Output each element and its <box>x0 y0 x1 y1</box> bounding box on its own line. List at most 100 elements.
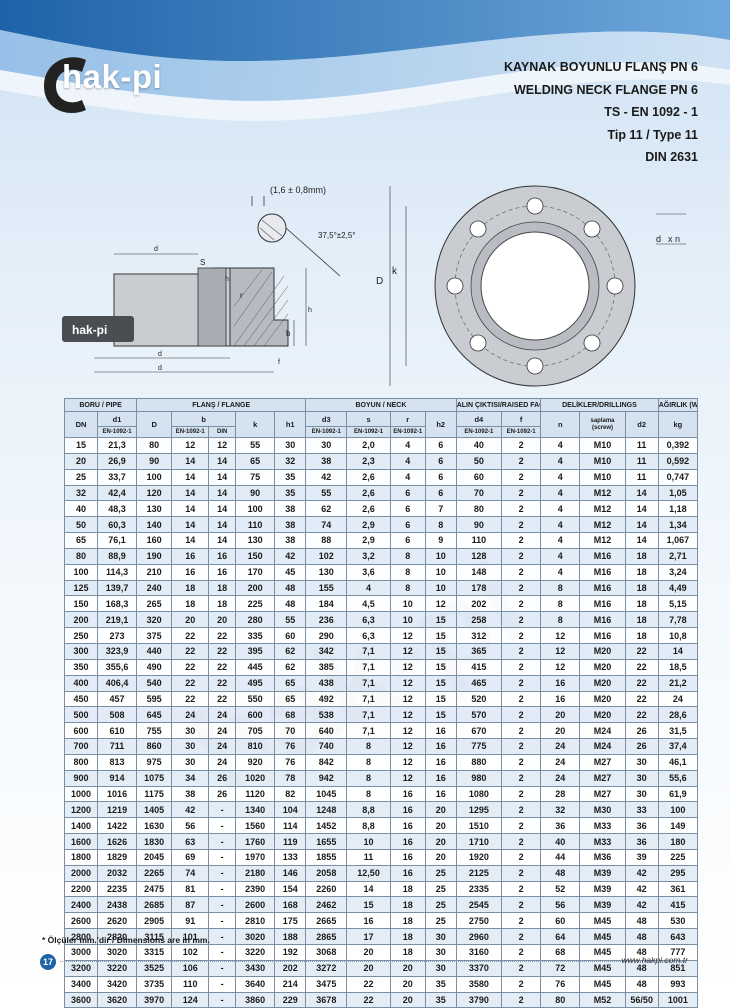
table-cell: 3400 <box>64 975 98 993</box>
table-cell: 25 <box>424 912 457 930</box>
col-bolt: saplama (screw) <box>579 411 626 438</box>
table-cell: 14 <box>171 532 210 549</box>
table-cell: 70 <box>274 722 307 740</box>
table-group-header: BORU / PIPE FLANŞ / FLANGE BOYUN / NECK … <box>63 398 699 412</box>
table-cell: 7,1 <box>346 658 391 676</box>
table-cell: 22 <box>208 627 237 644</box>
table-cell: 842 <box>305 753 348 771</box>
table-cell: 7,1 <box>346 690 391 708</box>
table-cell: 395 <box>235 642 276 660</box>
table-cell: 9 <box>424 532 457 549</box>
table-cell: 120 <box>136 484 173 502</box>
logo-c-mark-icon <box>44 57 86 113</box>
table-cell: 149 <box>657 817 699 835</box>
table-cell: - <box>208 880 237 898</box>
table-cell: 2 <box>501 944 542 961</box>
table-cell: 2800 <box>64 928 98 945</box>
website-link[interactable]: www.hakpi.com.tr <box>621 955 688 965</box>
table-cell: 28,6 <box>657 706 699 724</box>
table-cell: M24 <box>579 722 626 740</box>
table-cell: 2 <box>501 928 542 945</box>
table-cell: 12 <box>389 627 426 644</box>
table-cell: 119 <box>274 833 307 850</box>
table-cell: 1,34 <box>657 516 699 534</box>
table-cell: 100 <box>64 563 98 581</box>
table-cell: 14 <box>171 484 210 502</box>
table-cell: M20 <box>579 674 626 692</box>
table-cell: 2 <box>501 959 542 977</box>
table-cell: 2200 <box>64 880 98 898</box>
table-cell: 1,067 <box>657 532 699 549</box>
std-b-din: DIN <box>208 426 237 438</box>
table-cell: 22 <box>208 674 237 692</box>
table-cell: 700 <box>64 738 98 755</box>
table-cell: 12 <box>540 658 581 676</box>
table-cell: 914 <box>96 769 138 787</box>
table-cell: 2 <box>501 579 542 597</box>
table-cell: 150 <box>235 547 276 565</box>
table-cell: 14 <box>624 532 659 549</box>
table-cell: 538 <box>305 706 348 724</box>
table-cell: 5,15 <box>657 595 699 613</box>
table-cell: 2,71 <box>657 547 699 565</box>
table-cell: 3580 <box>455 975 503 993</box>
table-cell: 128 <box>455 547 503 565</box>
table-cell: 6 <box>389 516 426 534</box>
table-cell: 76 <box>274 753 307 771</box>
table-cell: 2 <box>501 532 542 549</box>
table-cell: 24 <box>540 738 581 755</box>
dim-h1-label: h <box>308 307 312 314</box>
table-cell: 2545 <box>455 896 503 914</box>
table-cell: 200 <box>64 611 98 629</box>
table-cell: 12 <box>389 706 426 724</box>
table-cell: M10 <box>579 452 626 470</box>
table-cell: 16 <box>389 848 426 866</box>
table-cell: 3790 <box>455 991 503 1008</box>
table-cell: 18 <box>624 579 659 597</box>
table-cell: 457 <box>96 690 138 708</box>
table-cell: 1045 <box>305 785 348 803</box>
table-cell: 490 <box>136 658 173 676</box>
table-cell: 22 <box>208 690 237 708</box>
table-cell: 900 <box>64 769 98 787</box>
std-s: EN-1092-1 <box>346 426 391 438</box>
table-cell: 15 <box>424 642 457 660</box>
table-cell: 2,6 <box>346 468 391 486</box>
table-cell: 32 <box>540 801 581 819</box>
table-cell: - <box>208 991 237 1008</box>
table-cell: 16 <box>424 738 457 755</box>
table-cell: 18 <box>624 547 659 565</box>
table-cell: 8 <box>389 547 426 565</box>
table-cell: 438 <box>305 674 348 692</box>
table-cell: 214 <box>274 975 307 993</box>
table-cell: 55,6 <box>657 769 699 787</box>
col-r: r <box>389 411 426 427</box>
table-cell: M20 <box>579 706 626 724</box>
table-cell: 50 <box>455 452 503 470</box>
table-cell: 2 <box>501 785 542 803</box>
table-cell: 30 <box>274 437 307 454</box>
table-cell: 1830 <box>136 833 173 850</box>
table-cell: 450 <box>64 690 98 708</box>
col-D: D <box>136 411 173 438</box>
table-cell: 65 <box>274 674 307 692</box>
table-cell: 229 <box>274 991 307 1008</box>
table-cell: 550 <box>235 690 276 708</box>
table-cell: 1422 <box>96 817 138 835</box>
group-drillings: DELİKLER/DRILLINGS <box>540 398 659 412</box>
table-cell: M33 <box>579 817 626 835</box>
table-cell: 90 <box>455 516 503 534</box>
table-cell: 400 <box>64 674 98 692</box>
table-cell: 14 <box>346 880 391 898</box>
dim-b-label: b <box>286 329 291 338</box>
table-cell: M30 <box>579 801 626 819</box>
table-cell: 350 <box>64 658 98 676</box>
dim-d2xn-suffix: x n <box>668 234 680 244</box>
table-cell: 813 <box>96 753 138 771</box>
